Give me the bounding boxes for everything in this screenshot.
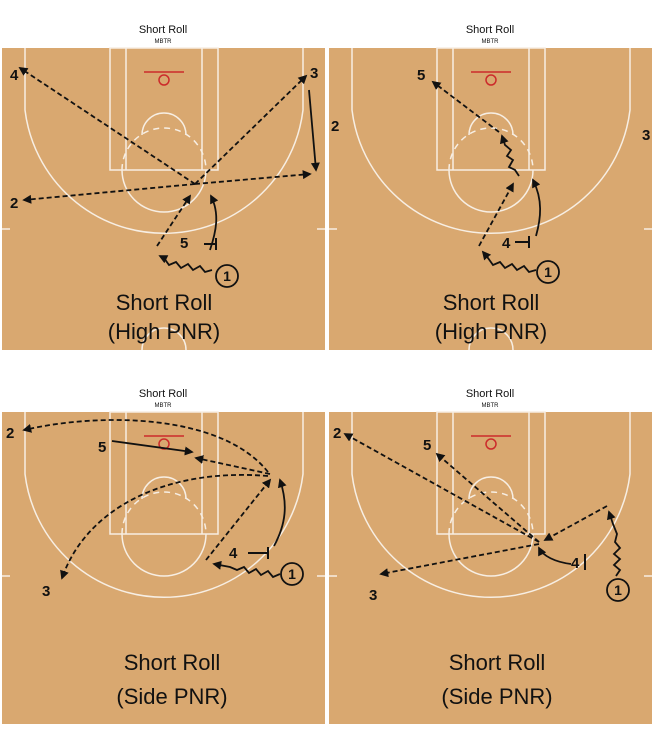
dribble-line [158,255,213,274]
roll-line [532,178,542,237]
pass-line [431,80,500,133]
panel-caption-line1: Short Roll [443,290,540,315]
panel-caption-line2: (Side PNR) [116,684,227,709]
player-label: 1 [544,264,552,280]
panel-header-title: Short Roll [139,24,187,36]
player-label: 2 [6,425,14,442]
pass-line [435,452,540,543]
pass-line [18,67,196,185]
player-label: 5 [180,235,188,252]
court-lines [329,411,652,599]
pass-line [194,74,308,185]
cut-line [111,440,194,456]
court-floor [329,412,652,724]
skip-pass-line [22,419,269,473]
player-label: 1 [223,268,231,284]
panel-header-sub: MBTR [482,403,500,409]
player-circle [215,264,239,288]
panel-header-title: Short Roll [139,388,187,400]
play-lines [343,433,622,578]
rim [485,438,497,450]
rim [485,74,497,86]
dribble-line [212,560,281,579]
roll-line [209,194,219,251]
pass-line [543,505,608,541]
player-circle [606,578,630,602]
pass-line [205,478,272,561]
player-label: 1 [614,582,622,598]
rim [158,74,170,86]
cut-line [308,89,320,172]
dribble-line [481,250,537,274]
court-floor [329,48,652,350]
panel-side-pnr-2: Short Roll MBTR 2 5 4 3 [329,388,652,724]
pass-line [343,433,540,543]
player-label: 2 [333,425,341,442]
panel-header-sub: MBTR [482,39,500,45]
play-lines [18,67,320,274]
player-circle [280,562,304,586]
dribble-line [500,134,520,177]
player-label: 4 [502,235,511,252]
play-lines [431,80,542,274]
court-lines [2,47,325,351]
player-label: 5 [417,67,425,84]
player-label: 2 [331,118,339,135]
skip-pass-line [60,474,269,580]
player-label: 2 [10,195,18,212]
roll-line [538,546,572,565]
panel-caption-line1: Short Roll [124,650,221,675]
player-circle [536,260,560,284]
pass-line [194,170,312,185]
player-label: 1 [288,566,296,582]
court-lines [2,411,325,599]
pass-line [379,543,540,578]
pass-line [194,455,271,475]
player-label: 4 [571,555,580,572]
panel-header-sub: MBTR [155,39,173,45]
panel-caption-line1: Short Roll [449,650,546,675]
roll-line [273,478,287,547]
panel-high-pnr-1: Short Roll MBTR [2,24,325,351]
court-floor [2,412,325,724]
panel-caption-line2: (High PNR) [435,319,547,344]
panel-side-pnr-1: Short Roll MBTR 2 5 3 [2,388,325,724]
player-label: 3 [369,587,377,604]
panel-caption-line2: (High PNR) [108,319,220,344]
player-label: 5 [98,439,106,456]
player-label: 4 [229,545,238,562]
panel-header-title: Short Roll [466,24,514,36]
panel-header-sub: MBTR [155,403,173,409]
player-label: 5 [423,437,431,454]
panel-high-pnr-2: Short Roll MBTR 5 2 3 4 [329,24,652,351]
panel-header-title: Short Roll [466,388,514,400]
play-lines [22,419,287,580]
pass-line [22,183,196,204]
court-floor [2,48,325,350]
player-label: 3 [42,583,50,600]
pass-line [156,194,191,247]
panel-caption-line2: (Side PNR) [441,684,552,709]
player-label: 3 [642,127,650,144]
pass-line [478,182,514,247]
panel-caption-line1: Short Roll [116,290,213,315]
dribble-line [607,510,622,577]
player-label: 3 [310,65,318,82]
court-lines [329,47,652,351]
player-label: 4 [10,67,19,84]
